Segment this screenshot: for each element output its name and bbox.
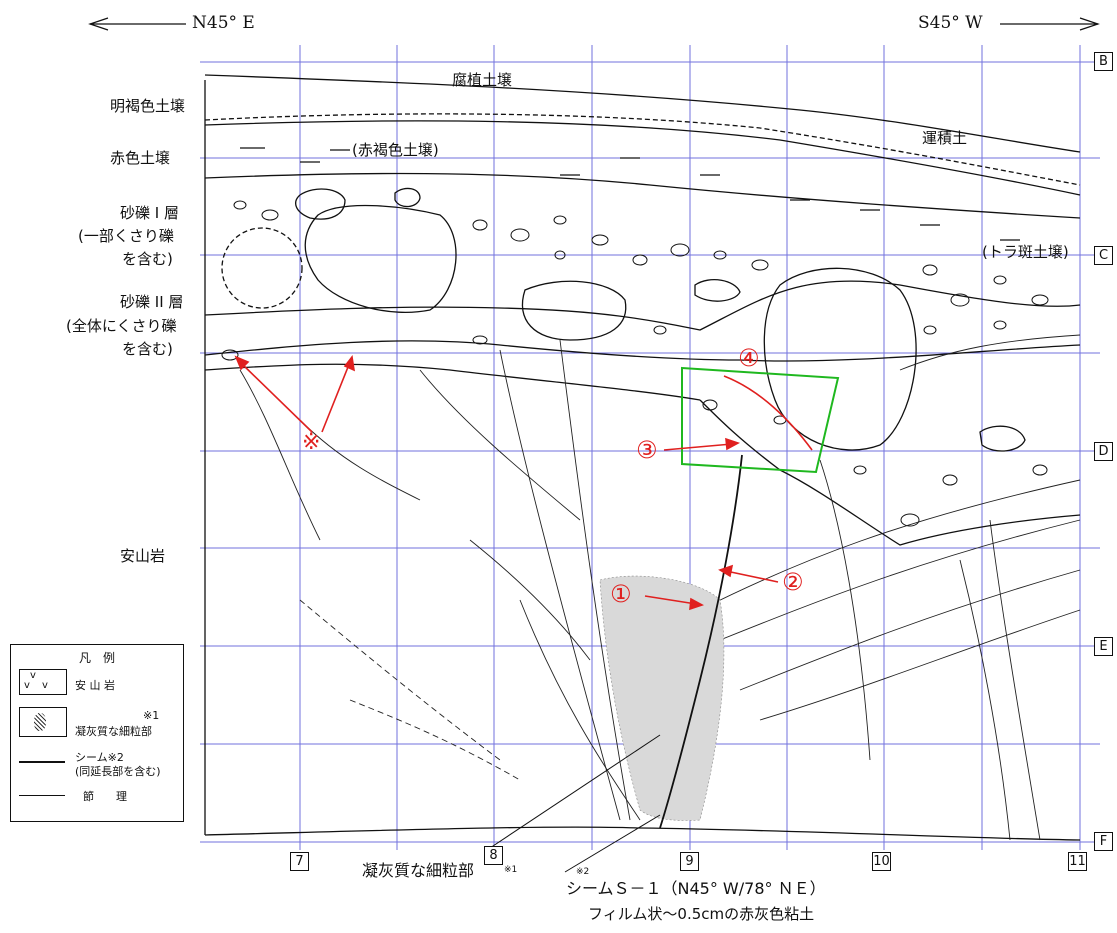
legend-title: 凡 例 — [79, 651, 116, 665]
seam-swatch — [19, 761, 65, 763]
tuff-zone-label: 凝灰質な細粒部 — [362, 861, 475, 880]
tiger-soil-label: (トラ斑土壌) — [982, 243, 1069, 261]
direction-right-label: S45° W — [918, 13, 983, 33]
transported-soil-label: 運積土 — [922, 129, 968, 147]
grid-row-c: C — [1094, 246, 1113, 265]
grid-row-b: B — [1094, 52, 1113, 71]
legend-box: 凡 例 v v v 安 山 岩 ※1 凝灰質な細粒部 シーム※2 (同延長部を含… — [10, 644, 184, 822]
leader-lines — [489, 734, 661, 873]
marker-2: ② — [782, 568, 804, 596]
observation-box — [681, 366, 840, 474]
grid-col-7: 7 — [290, 852, 309, 871]
red-arrows — [234, 355, 813, 611]
layer-boundaries — [204, 74, 1081, 841]
soil-dashes — [240, 147, 1020, 241]
layer-label-gravel-2: 砂礫 II 層 — [120, 293, 184, 311]
layer-label-gravel-2-note2: を含む) — [122, 340, 173, 358]
andesite-swatch: v v v — [19, 669, 67, 695]
legend-seam: シーム※2 — [75, 751, 124, 764]
seam-label: シームＳ－１（N45° W/78° ＮＥ） — [566, 879, 826, 898]
marker-4: ④ — [738, 344, 760, 372]
reddish-brown-label: (赤褐色土壌) — [352, 141, 439, 159]
seam-description: フィルム状～0.5cmの赤灰色粘土 — [588, 905, 815, 923]
direction-arrows — [88, 17, 1100, 31]
layer-label-gravel-1: 砂礫 I 層 — [120, 204, 179, 222]
legend-andesite: 安 山 岩 — [75, 679, 115, 692]
joint-lines — [239, 334, 1081, 841]
grid-row-e: E — [1094, 637, 1113, 656]
layer-label-gravel-2-note: (全体にくさり礫 — [66, 317, 177, 335]
layer-label-gravel-1-note: (一部くさり礫 — [78, 227, 174, 245]
marker-3: ③ — [636, 436, 658, 464]
tuff-zone-note: ※1 — [504, 865, 518, 875]
grid-col-8: 8 — [484, 846, 503, 865]
marker-1: ① — [610, 580, 632, 608]
legend-tuff-note: ※1 — [143, 709, 160, 722]
tuff-zone — [599, 575, 725, 821]
legend-seam-sub: (同延長部を含む) — [75, 765, 161, 778]
layer-label-gravel-1-note2: を含む) — [122, 250, 173, 268]
seam-line — [659, 454, 743, 829]
seam-note: ※2 — [576, 867, 590, 877]
humus-label: 腐植土壌 — [452, 71, 513, 89]
boulders — [221, 187, 1026, 452]
asterisk-marker: ※ — [302, 430, 321, 455]
layer-label-light-brown: 明褐色土壌 — [110, 97, 186, 115]
layer-label-andesite: 安山岩 — [120, 547, 166, 565]
direction-left-label: N45° E — [192, 13, 255, 33]
pebbles — [221, 200, 1049, 527]
tuff-swatch — [19, 707, 67, 737]
legend-joint: 節 理 — [83, 790, 127, 803]
grid-row-d: D — [1094, 442, 1113, 461]
grid-col-9: 9 — [680, 852, 699, 871]
legend-tuff: 凝灰質な細粒部 — [75, 725, 152, 738]
grid-row-f: F — [1094, 832, 1113, 851]
layer-label-red-soil: 赤色土壌 — [110, 149, 171, 167]
grid-col-10: 10 — [872, 852, 891, 871]
joint-swatch — [19, 795, 65, 796]
grid-col-11: 11 — [1068, 852, 1087, 871]
